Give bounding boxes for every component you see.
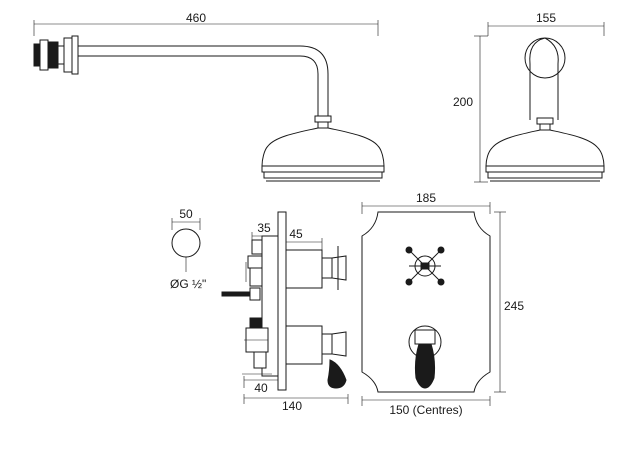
valve-front-plate (361, 211, 491, 393)
label-handle-centres: 150 (Centres) (389, 403, 462, 417)
arm-inner-edge (78, 55, 319, 118)
label-valve-recess: 40 (254, 381, 268, 395)
wall-outlet-circle (171, 228, 201, 258)
inlet-thread (33, 43, 41, 67)
top-cross-handle (331, 255, 347, 281)
shower-arm-side-view (33, 35, 385, 182)
wall-rose-disc (524, 37, 566, 79)
label-handle-offset: 35 (257, 221, 271, 235)
shower-rose (261, 127, 385, 167)
dimension-plate-height: 245 (494, 211, 524, 393)
dimension-arm-length: 460 (33, 11, 379, 36)
wall-flange (63, 37, 73, 73)
valve-side-view (221, 211, 347, 391)
label-handle-projection: 45 (289, 227, 303, 241)
dimension-head-height: 200 (453, 35, 488, 183)
label-plate-width: 185 (416, 191, 436, 205)
label-arm-depth: 155 (536, 11, 556, 25)
bottom-lever (414, 343, 436, 389)
arm-outer-edge (78, 45, 329, 118)
dimension-handle-centres: 150 (Centres) (361, 396, 491, 417)
dimension-valve-recess: 40 (243, 376, 279, 395)
label-outlet-diameter: 50 (179, 207, 193, 221)
shower-head-front-view (485, 37, 605, 182)
top-shroud (285, 249, 323, 289)
label-valve-depth: 140 (282, 399, 302, 413)
dimension-handle-offset: 35 (251, 221, 279, 244)
inlet-coupler (47, 41, 59, 69)
wall-outlet (171, 228, 201, 258)
label-plate-height: 245 (504, 299, 524, 313)
arm-collar (314, 115, 332, 123)
wall-plate-outline (361, 211, 491, 393)
label-outlet-thread: ØG ½" (170, 277, 206, 291)
dimension-outlet-diameter: 50 (171, 207, 201, 230)
label-arm-length: 460 (186, 11, 206, 25)
dimension-plate-width: 185 (361, 191, 491, 214)
dimension-valve-depth: 140 (243, 394, 349, 413)
label-head-height: 200 (453, 95, 473, 109)
side-spindle (221, 291, 251, 297)
wall-plate-edge (277, 211, 287, 391)
inlet-nut (39, 39, 49, 71)
bottom-shroud (285, 325, 323, 365)
shower-rose-front (485, 129, 605, 167)
dimension-handle-projection: 45 (285, 227, 323, 250)
bottom-lever-handle (327, 359, 347, 389)
dimension-arm-depth: 155 (487, 11, 605, 36)
